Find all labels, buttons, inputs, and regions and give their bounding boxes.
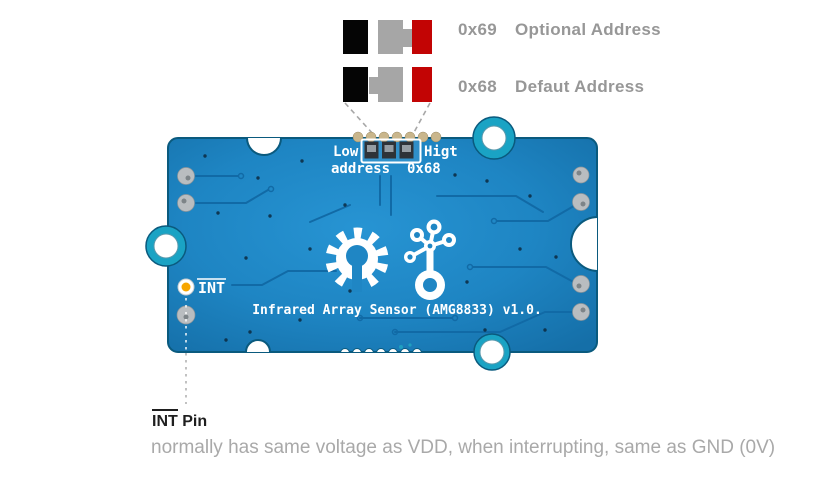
bottom-castellations <box>340 343 422 352</box>
cone-line-right <box>411 102 431 137</box>
silkscreen-text: Low Higt address 0x68 Infrared Array Sen… <box>197 144 542 318</box>
grove-gear-logo <box>325 227 389 292</box>
address-label: Optional Address <box>515 20 661 39</box>
switch-slider-handle <box>369 77 378 94</box>
pcb-board: Low Higt address 0x68 Infrared Array Sen… <box>145 116 598 371</box>
silk-low-label: Low <box>333 144 359 160</box>
footnote-description: normally has same voltage as VDD, when i… <box>151 437 776 458</box>
cone-line-left <box>344 102 374 135</box>
switch-slider-handle <box>403 29 412 47</box>
bottom-edge-notch <box>245 339 271 352</box>
switch-low-block <box>343 20 368 54</box>
mounting-holes <box>145 116 516 371</box>
via-dots <box>203 154 558 342</box>
top-castellations <box>352 131 442 143</box>
int-pad-center <box>181 282 191 292</box>
seeed-logo <box>404 219 456 300</box>
switch-elements <box>364 141 414 159</box>
copper-traces <box>195 172 580 336</box>
callout-cone-lines <box>344 102 431 137</box>
right-edge-notch <box>570 216 597 272</box>
silk-product-name: Infrared Array Sensor (AMG8833) v1.0. <box>252 303 542 318</box>
address-switch <box>360 138 422 164</box>
switch-high-block <box>412 20 432 54</box>
int-pad <box>177 278 195 296</box>
top-edge-notch <box>246 138 282 156</box>
silk-address-value: 0x68 <box>407 161 441 177</box>
silk-high-label: Higt <box>424 144 458 160</box>
address-label: Defaut Address <box>515 77 645 96</box>
edge-notches <box>245 138 597 352</box>
address-value: 0x69 <box>458 20 498 39</box>
switch-slider-body <box>378 67 403 102</box>
switch-low-block <box>343 67 368 102</box>
silk-int-label: INT <box>198 279 225 297</box>
address-value: 0x68 <box>458 77 498 96</box>
switch-slider-body <box>378 20 403 54</box>
footnote-title-rest: Pin <box>177 413 208 430</box>
silk-address-label: address <box>331 161 390 177</box>
switch-high-block <box>412 67 432 102</box>
int-pin-name: INT <box>152 409 178 431</box>
footnote-title: INT Pin <box>152 409 207 431</box>
